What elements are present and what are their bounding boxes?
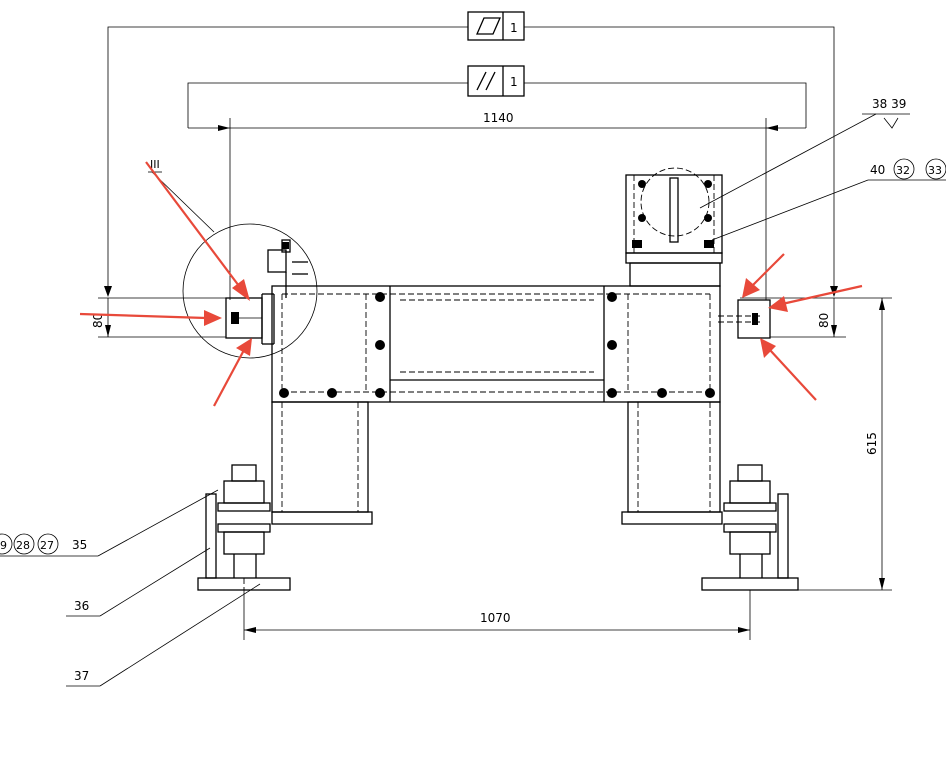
dimension-height: 615	[865, 432, 879, 455]
parallelogram-icon	[476, 17, 501, 35]
callout-35-label: 35	[72, 538, 87, 552]
detail-label: III	[150, 158, 160, 171]
callout-40-32-33: 40 32 33	[711, 158, 946, 241]
flatness-value: 1	[510, 21, 518, 35]
red-arrow-left-middle	[79, 310, 222, 326]
tolerance-leaders	[104, 26, 838, 297]
callout-37: 37	[66, 583, 261, 687]
main-beam	[271, 285, 721, 403]
left-foot-assembly	[197, 464, 291, 640]
callout-27-label: 27	[40, 539, 54, 552]
parallel-icon	[476, 71, 496, 91]
callout-38-39: 38 39	[699, 97, 910, 209]
red-arrow-left-bottom	[213, 338, 252, 407]
left-clamp-block	[225, 239, 308, 345]
dimension-bottom-width: 1070	[480, 611, 511, 625]
callout-36-label: 36	[74, 599, 89, 613]
right-offset-dimension: 80	[770, 298, 846, 338]
left-offset-dimension: 80	[91, 297, 226, 338]
callout-36: 36	[66, 547, 211, 617]
parallelism-value: 1	[510, 75, 518, 89]
callout-33-label: 33	[928, 164, 942, 177]
legs	[271, 401, 723, 525]
callout-32-label: 32	[896, 164, 910, 177]
detail-circle: III	[148, 158, 318, 359]
red-arrow-left-top	[145, 161, 250, 301]
dimension-top-width: 1140	[483, 111, 514, 125]
red-arrow-right-middle	[768, 284, 863, 312]
beam-bolts	[279, 292, 715, 398]
sensor-box	[625, 167, 723, 287]
callout-35: 9 28 27 35	[0, 489, 219, 557]
flatness-tolerance-frame: 1	[467, 11, 525, 41]
dimension-1140: 1140	[188, 111, 806, 300]
callout-37-label: 37	[74, 669, 89, 683]
dimension-left-offset: 80	[91, 313, 105, 328]
dimension-615: 615	[740, 297, 892, 591]
callout-40-label: 40	[870, 163, 885, 177]
right-foot-assembly	[701, 464, 799, 640]
parallelism-tolerance-frame: 1	[467, 65, 525, 97]
right-clamp-block	[718, 299, 771, 339]
dimension-right-offset: 80	[817, 313, 831, 328]
red-arrow-right-bottom	[760, 338, 817, 401]
callout-28-label: 28	[16, 539, 30, 552]
callout-38-39-label: 38 39	[872, 97, 906, 111]
dimension-1070: 1070	[244, 611, 750, 633]
red-arrow-right-top	[742, 253, 785, 298]
callout-9-label: 9	[0, 539, 7, 552]
